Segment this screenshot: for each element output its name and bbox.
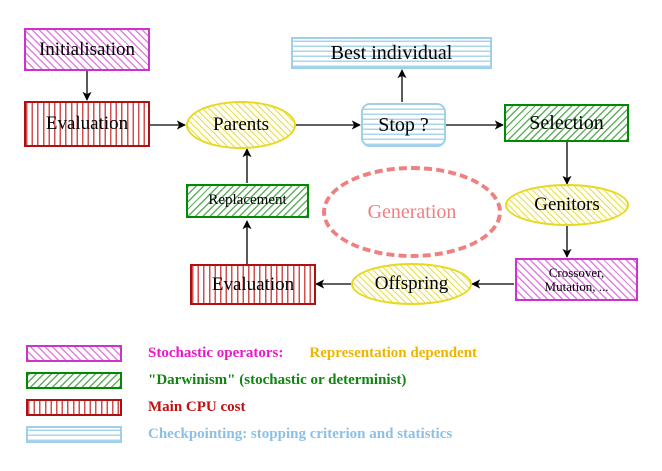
node-parents[interactable]: Parents [186,101,296,149]
legend-row: Checkpointing: stopping criterion and st… [26,422,646,447]
legend-row: "Darwinism" (stochastic or determinist) [26,368,646,393]
legend-row: Stochastic operators: Representation dep… [26,341,646,366]
node-generation: Generation [322,166,502,258]
legend-label-representation-dependent: Representation dependent [309,345,478,361]
legend: Stochastic operators: Representation dep… [26,341,646,449]
node-selection[interactable]: Selection [504,104,629,142]
node-replacement-label: Replacement [208,192,287,209]
legend-row: Main CPU cost [26,395,646,420]
node-evaluation-bottom-label: Evaluation [211,273,295,295]
node-offspring[interactable]: Offspring [351,263,472,305]
node-stop[interactable]: Stop ? [361,103,446,147]
node-evaluation-top-label: Evaluation [45,113,129,135]
node-initialisation[interactable]: Initialisation [24,28,150,71]
node-parents-label: Parents [213,114,269,136]
node-selection-label: Selection [529,111,604,134]
node-initialisation-label: Initialisation [38,38,136,60]
node-generation-label: Generation [367,200,457,223]
legend-label-stochastic-operators: Stochastic operators: [148,345,284,361]
node-genitors[interactable]: Genitors [505,184,629,226]
node-offspring-label: Offspring [374,273,449,295]
node-genitors-label: Genitors [534,194,600,216]
node-evaluation-bottom[interactable]: Evaluation [190,264,316,305]
legend-label-darwinism: "Darwinism" (stochastic or determinist) [148,372,407,388]
legend-label-checkpointing: Checkpointing: stopping criterion and st… [148,426,453,442]
legend-swatch-darwinism [26,372,122,389]
node-best-individual[interactable]: Best individual [291,37,492,69]
node-crossover-mutation[interactable]: Crossover, Mutation, ... [515,258,638,301]
node-evaluation-top[interactable]: Evaluation [24,101,150,147]
legend-swatch-stochastic-operators [26,345,122,362]
node-replacement[interactable]: Replacement [186,184,309,218]
legend-swatch-main-cpu-cost [26,399,122,416]
legend-swatch-checkpointing [26,426,122,443]
node-crossover-mutation-label: Crossover, Mutation, ... [544,264,609,294]
legend-label-main-cpu-cost: Main CPU cost [148,399,246,415]
node-best-individual-label: Best individual [330,41,453,64]
node-stop-label: Stop ? [378,113,429,136]
